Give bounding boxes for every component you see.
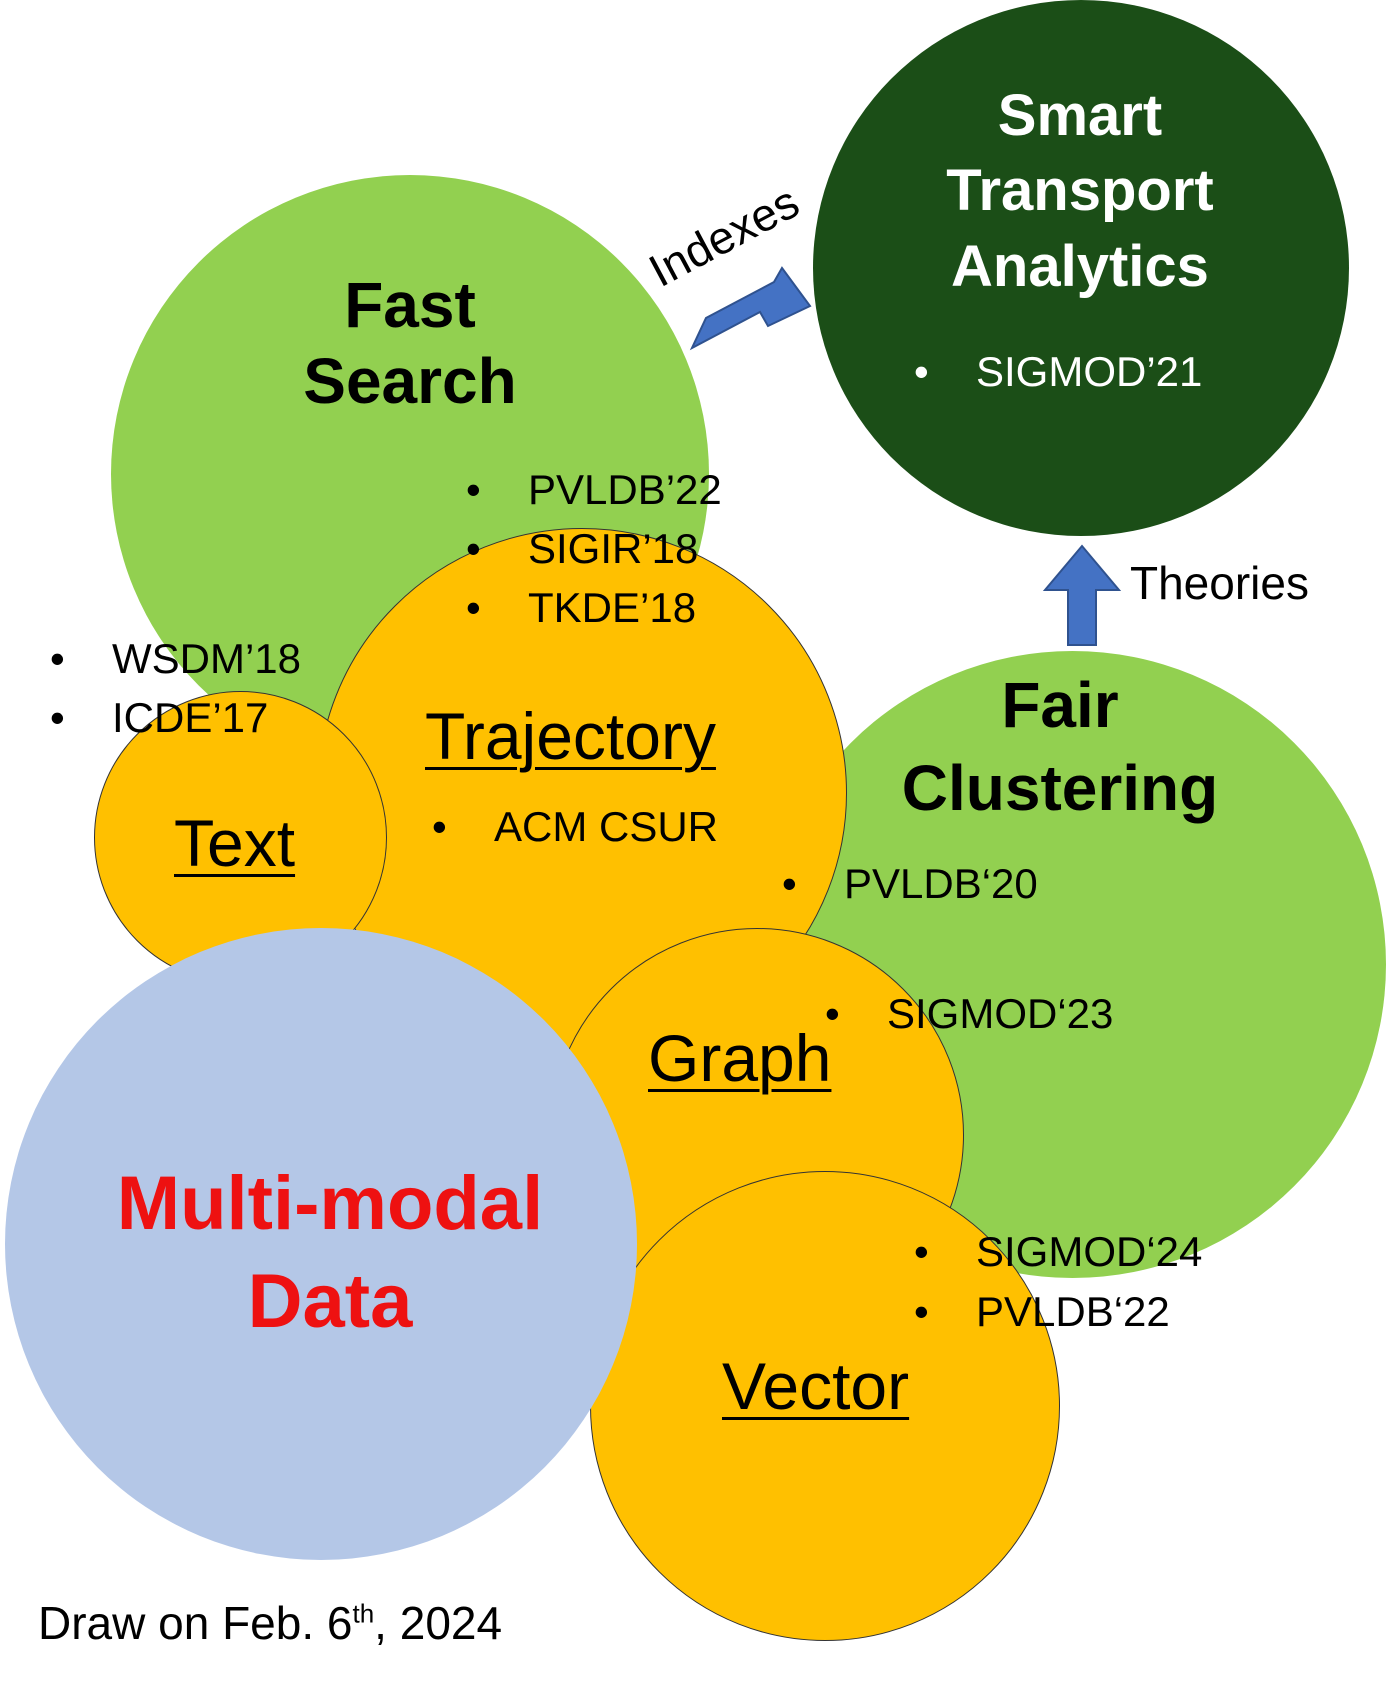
trajectory-pub-list: ACM CSUR bbox=[432, 803, 718, 851]
fair-clustering-pub-list-2: SIGMOD‘23 bbox=[825, 990, 1113, 1038]
pub-item: SIGMOD‘24 bbox=[914, 1222, 1202, 1282]
vector-pub-list: SIGMOD‘24 PVLDB‘22 bbox=[914, 1222, 1202, 1342]
fast-search-title-line-1: Fast bbox=[344, 269, 476, 341]
fast-search-pub-list: PVLDB’22 SIGIR’18 TKDE’18 bbox=[466, 460, 722, 637]
text-pub-list: WSDM’18 ICDE’17 bbox=[50, 629, 301, 747]
multimodal-title: Multi-modal Data bbox=[60, 1155, 600, 1351]
multimodal-title-line-1: Multi-modal bbox=[116, 1161, 544, 1246]
multimodal-title-line-2: Data bbox=[247, 1259, 413, 1345]
multimodal-circle bbox=[5, 928, 637, 1560]
pub-item: PVLDB‘22 bbox=[914, 1282, 1202, 1342]
graph-label: Graph bbox=[648, 1021, 832, 1095]
pub-item: PVLDB’22 bbox=[466, 460, 722, 519]
smart-transport-circle bbox=[813, 0, 1349, 536]
trajectory-label: Trajectory bbox=[425, 699, 716, 773]
fast-search-title: Fast Search bbox=[210, 268, 610, 419]
pub-item: SIGMOD’21 bbox=[914, 348, 1202, 396]
vector-label: Vector bbox=[722, 1349, 910, 1423]
smart-transport-title-line-1: Smart bbox=[997, 83, 1163, 148]
pub-item: WSDM’18 bbox=[50, 629, 301, 688]
footnote-superscript: th bbox=[352, 1598, 375, 1629]
fast-search-title-line-2: Search bbox=[303, 344, 517, 417]
footnote-prefix: Draw on Feb. 6 bbox=[38, 1597, 353, 1649]
smart-transport-title-line-2: Transport bbox=[946, 158, 1214, 224]
theories-arrow-icon bbox=[1042, 544, 1122, 646]
indexes-arrow-icon bbox=[689, 266, 812, 351]
draw-date-footnote: Draw on Feb. 6th, 2024 bbox=[38, 1596, 502, 1650]
pub-item: SIGIR’18 bbox=[466, 519, 722, 578]
footnote-suffix: , 2024 bbox=[374, 1597, 503, 1649]
fair-clustering-title-line-2: Clustering bbox=[901, 752, 1219, 825]
smart-transport-pub-list: SIGMOD’21 bbox=[914, 348, 1202, 396]
pub-item: ACM CSUR bbox=[432, 803, 718, 851]
smart-transport-title: Smart Transport Analytics bbox=[880, 78, 1280, 304]
pub-item: ICDE’17 bbox=[50, 688, 301, 747]
smart-transport-title-line-3: Analytics bbox=[951, 233, 1209, 299]
pub-item: TKDE’18 bbox=[466, 578, 722, 637]
pub-item: PVLDB‘20 bbox=[782, 860, 1038, 908]
fair-clustering-title-line-1: Fair bbox=[1001, 669, 1119, 741]
fair-clustering-pub-list-1: PVLDB‘20 bbox=[782, 860, 1038, 908]
text-label: Text bbox=[174, 806, 296, 880]
pub-item: SIGMOD‘23 bbox=[825, 990, 1113, 1038]
theories-arrow-label: Theories bbox=[1130, 557, 1309, 609]
fair-clustering-title: Fair Clustering bbox=[860, 664, 1260, 830]
